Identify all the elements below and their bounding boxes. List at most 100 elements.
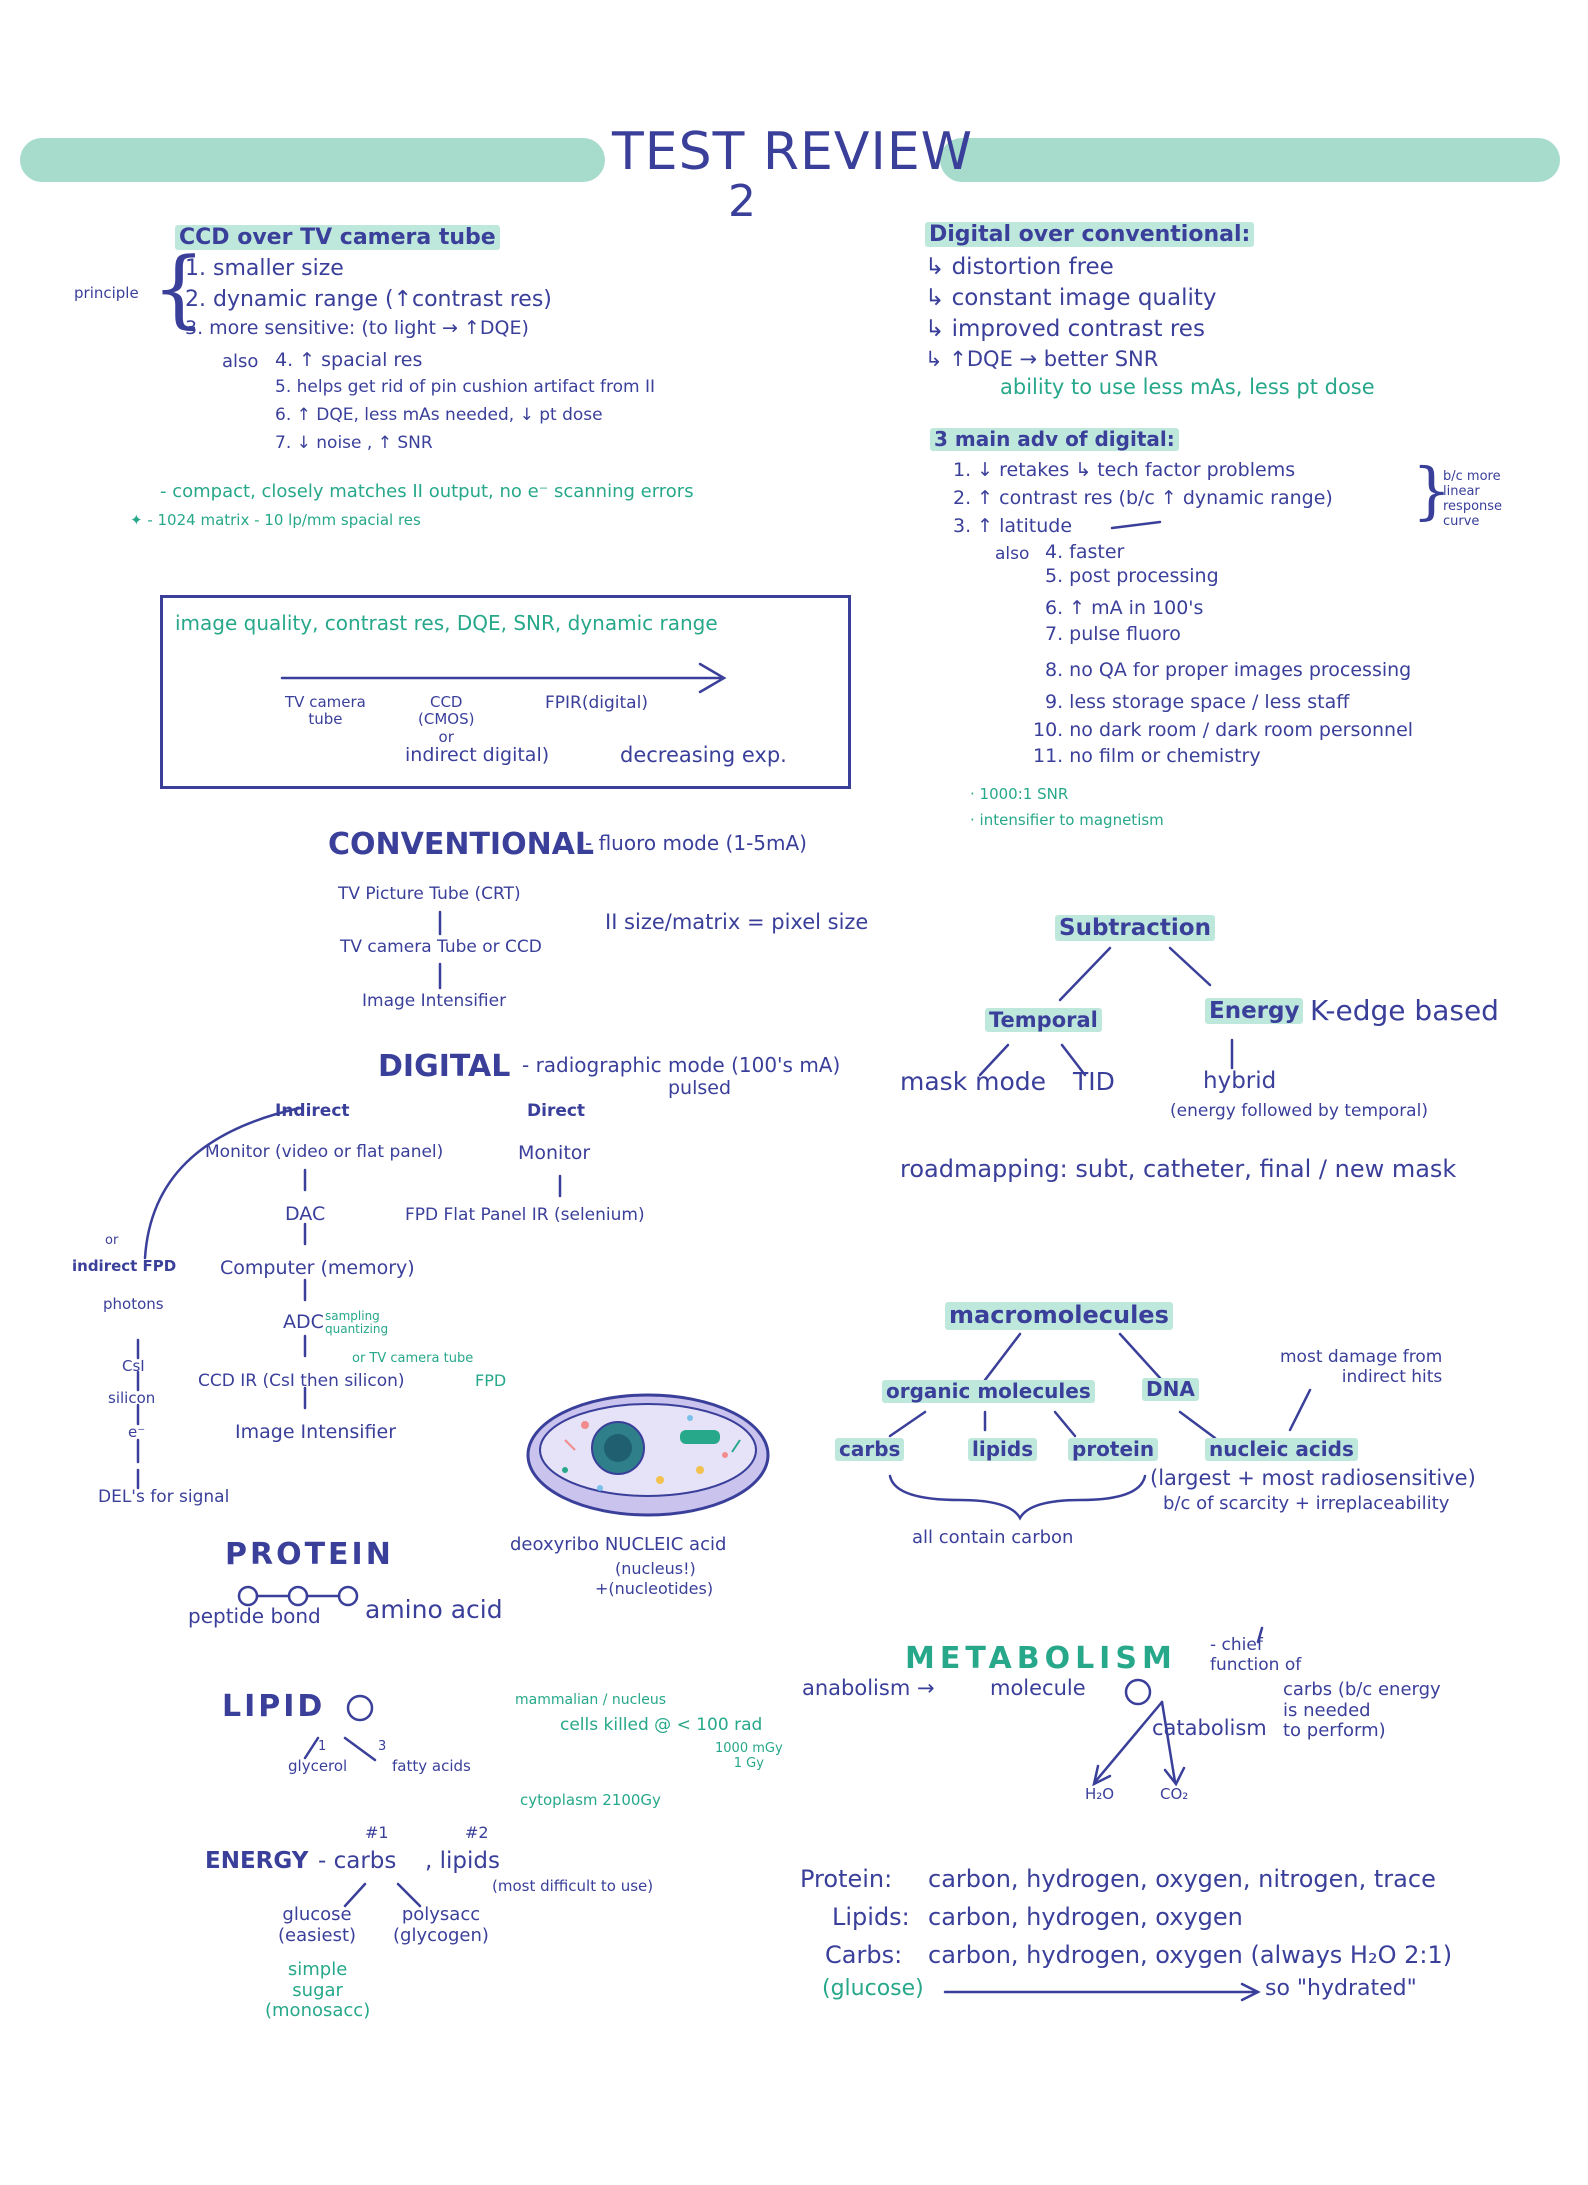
protein-heading: PROTEIN [225, 1537, 394, 1572]
box-indirect-label: indirect digital) [405, 744, 550, 766]
indirect-fpd-label: indirect FPD [72, 1257, 177, 1275]
main-adv-also-8: 8. no QA for proper images processing [1045, 659, 1412, 681]
energy-simple: simple sugar (monosacc) [265, 1959, 371, 2022]
macro-nucleic: nucleic acids [1205, 1438, 1358, 1461]
page-number: 2 [728, 176, 757, 227]
indirect-fpd-curve [143, 1106, 302, 1260]
subtraction-temporal: Temporal [985, 1008, 1102, 1033]
digital-conv-item-3: ↳ improved contrast res [925, 316, 1205, 342]
macro-protein: protein [1068, 1438, 1159, 1461]
digital-pulsed: pulsed [668, 1077, 732, 1099]
composition-lipids-label: Lipids: [832, 1903, 910, 1931]
composition-carbs-label: Carbs: [825, 1941, 903, 1969]
main-adv-note-2: · intensifier to magnetism [970, 811, 1164, 829]
digital-conv-item-4: ↳ ↑DQE → better SNR [925, 347, 1159, 371]
composition-protein-value: carbon, hydrogen, oxygen, nitrogen, trac… [928, 1865, 1436, 1893]
metabolism-catabolism: catabolism [1152, 1716, 1267, 1740]
direct-chain-fpd: FPD Flat Panel IR (selenium) [405, 1205, 645, 1225]
digital-conv-item-2: ↳ constant image quality [925, 285, 1217, 311]
main-adv-item-3: 3. ↑ latitude [953, 515, 1073, 537]
image-quality-box [160, 595, 851, 789]
ccd-principle-brace: { [152, 239, 206, 337]
protein-amino: amino acid [365, 1595, 503, 1624]
main-adv-also-7: 7. pulse fluoro [1045, 623, 1181, 645]
conventional-chain-1: TV Picture Tube (CRT) [338, 884, 521, 904]
macro-heading: macromolecules [945, 1301, 1173, 1330]
metabolism-co2: CO₂ [1160, 1785, 1189, 1803]
main-adv-side-note: b/c more linear response curve [1443, 469, 1503, 529]
conventional-mode: - fluoro mode (1-5mA) [585, 831, 807, 855]
indirect-chain-ccd: CCD IR (CsI then silicon) [198, 1371, 405, 1391]
main-adv-item-2: 2. ↑ contrast res (b/c ↑ dynamic range) [953, 487, 1333, 509]
energy-polysacc: polysacc (glycogen) [393, 1904, 489, 1946]
box-heading: image quality, contrast res, DQE, SNR, d… [175, 611, 718, 635]
ccd-note-1: - compact, closely matches II output, no… [160, 481, 694, 502]
macro-scarcity: b/c of scarcity + irreplaceability [1163, 1493, 1450, 1514]
fpd-chain-csi: CsI [122, 1357, 145, 1375]
indirect-chain-dac: DAC [285, 1203, 326, 1225]
subtraction-tid: TID [1073, 1067, 1115, 1096]
conventional-heading: CONVENTIONAL [328, 827, 595, 862]
conventional-chain-3: Image Intensifier [362, 991, 507, 1011]
composition-lipids-value: carbon, hydrogen, oxygen [928, 1903, 1243, 1931]
digital-conv-heading: Digital over conventional: [925, 222, 1255, 248]
macro-lipids: lipids [968, 1438, 1038, 1461]
box-tv-label: TV camera tube [285, 693, 366, 729]
conventional-formula: II size/matrix = pixel size [605, 910, 869, 934]
ccd-heading: CCD over TV camera tube [175, 225, 500, 251]
ccd-note-2: ✦ - 1024 matrix - 10 lp/mm spacial res [130, 511, 421, 529]
cell-illustration [526, 1393, 770, 1517]
lipid-cytoplasm: cytoplasm 2100Gy [520, 1791, 661, 1809]
tv-camera-note: or TV camera tube [352, 1351, 474, 1366]
box-fpir-label: FPIR(digital) [545, 693, 648, 713]
cell-label: deoxyribo NUCLEIC acid [510, 1534, 727, 1555]
header-banner-right [940, 138, 1560, 182]
main-adv-also: also [995, 544, 1030, 564]
indirect-chain-adc: ADC [283, 1311, 324, 1333]
macro-organic: organic molecules [882, 1380, 1095, 1403]
box-ccd-label: CCD (CMOS) or [418, 693, 475, 746]
main-adv-also-6: 6. ↑ mA in 100's [1045, 597, 1204, 619]
digital-conv-note: ability to use less mAs, less pt dose [1000, 375, 1375, 399]
composition-hydrated: so "hydrated" [1265, 1976, 1417, 2001]
energy-difficult: (most difficult to use) [492, 1877, 654, 1895]
subtraction-mask: mask mode [900, 1067, 1047, 1096]
metabolism-heading: METABOLISM [905, 1641, 1177, 1676]
digital-indirect: Indirect [275, 1101, 350, 1121]
lipid-mammalian: mammalian / nucleus [515, 1692, 667, 1708]
lipid-fatty: fatty acids [392, 1757, 471, 1775]
composition-carbs-value: carbon, hydrogen, oxygen (always H₂O 2:1… [928, 1941, 1453, 1969]
main-adv-heading: 3 main adv of digital: [930, 428, 1179, 451]
lipid-cells: cells killed @ < 100 rad [560, 1715, 763, 1735]
fpd-chain-silicon: silicon [108, 1389, 156, 1407]
indirect-chain-computer: Computer (memory) [220, 1257, 415, 1279]
energy-rank-1: #1 [365, 1823, 389, 1842]
fpd-chain-electron: e⁻ [128, 1423, 146, 1441]
main-adv-also-10: 10. no dark room / dark room personnel [1033, 719, 1414, 741]
ccd-also: also [222, 351, 259, 372]
subtraction-kedge: K-edge based [1310, 994, 1499, 1027]
protein-peptide: peptide bond [188, 1604, 321, 1628]
main-adv-also-11: 11. no film or chemistry [1033, 745, 1261, 767]
digital-mode: - radiographic mode (100's mA) [522, 1053, 841, 1077]
fpd-chain-photons: photons [103, 1295, 164, 1313]
header-banner-left [20, 138, 605, 182]
digital-heading: DIGITAL [378, 1049, 511, 1084]
ccd-item-3: 3. more sensitive: (to light → ↑DQE) [185, 317, 529, 339]
macro-largest: (largest + most radiosensitive) [1150, 1466, 1476, 1490]
subtraction-heading: Subtraction [1055, 915, 1215, 942]
lipid-heading: LIPID [222, 1689, 326, 1724]
energy-heading: ENERGY [205, 1848, 309, 1874]
ccd-principle-label: principle [74, 284, 139, 302]
indirect-chain-ii: Image Intensifier [235, 1421, 397, 1443]
ccd-also-item-5: 5. helps get rid of pin cushion artifact… [275, 377, 656, 397]
ccd-item-2: 2. dynamic range (↑contrast res) [185, 287, 552, 312]
metabolism-h2o: H₂O [1085, 1785, 1115, 1803]
box-decreasing-label: decreasing exp. [620, 743, 787, 767]
box-arrow-head [698, 662, 727, 694]
digital-or: or [105, 1233, 119, 1248]
digital-conv-item-1: ↳ distortion free [925, 254, 1114, 280]
lipid-glycerol: glycerol [288, 1757, 348, 1775]
lipid-n3: 3 [378, 1739, 387, 1754]
lipid-n1: 1 [318, 1739, 327, 1754]
